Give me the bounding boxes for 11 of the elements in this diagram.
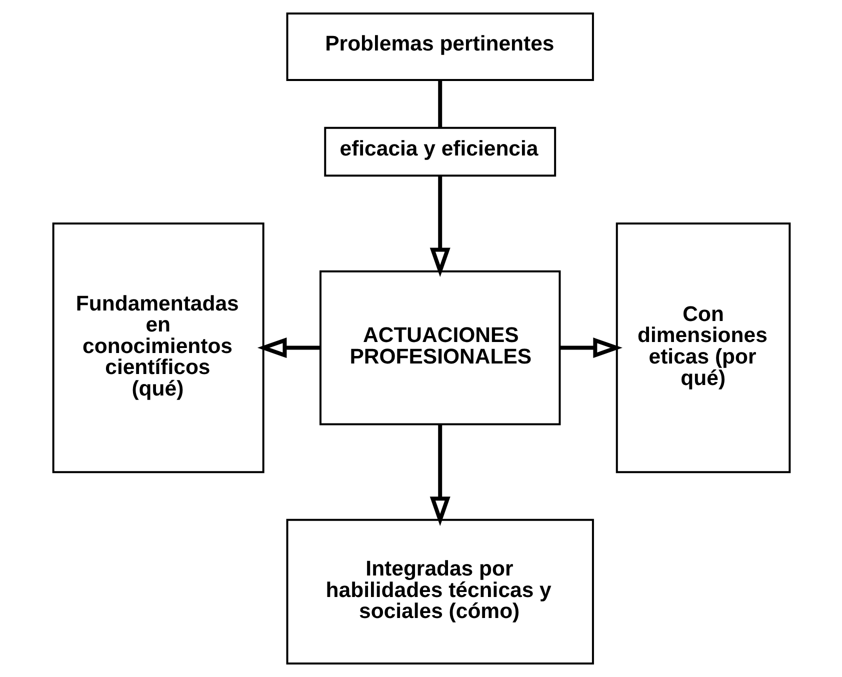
- node-box: eficacia y eficiencia: [324, 126, 556, 177]
- node-box: Con dimensiones eticas (por qué): [615, 222, 790, 474]
- connector: [438, 80, 442, 128]
- node-box: Fundamentadas en conocimientos científicos (qué): [52, 222, 264, 474]
- node-box: ACTUACIONES PROFESIONALES: [318, 270, 560, 426]
- arrow: [429, 424, 450, 526]
- arrow: [256, 338, 320, 358]
- node-box: Integradas por habilidades técnicas y sociales (cómo): [286, 518, 594, 664]
- arrow: [559, 338, 622, 358]
- arrow: [429, 176, 450, 278]
- node-box: Problemas pertinentes: [286, 12, 594, 81]
